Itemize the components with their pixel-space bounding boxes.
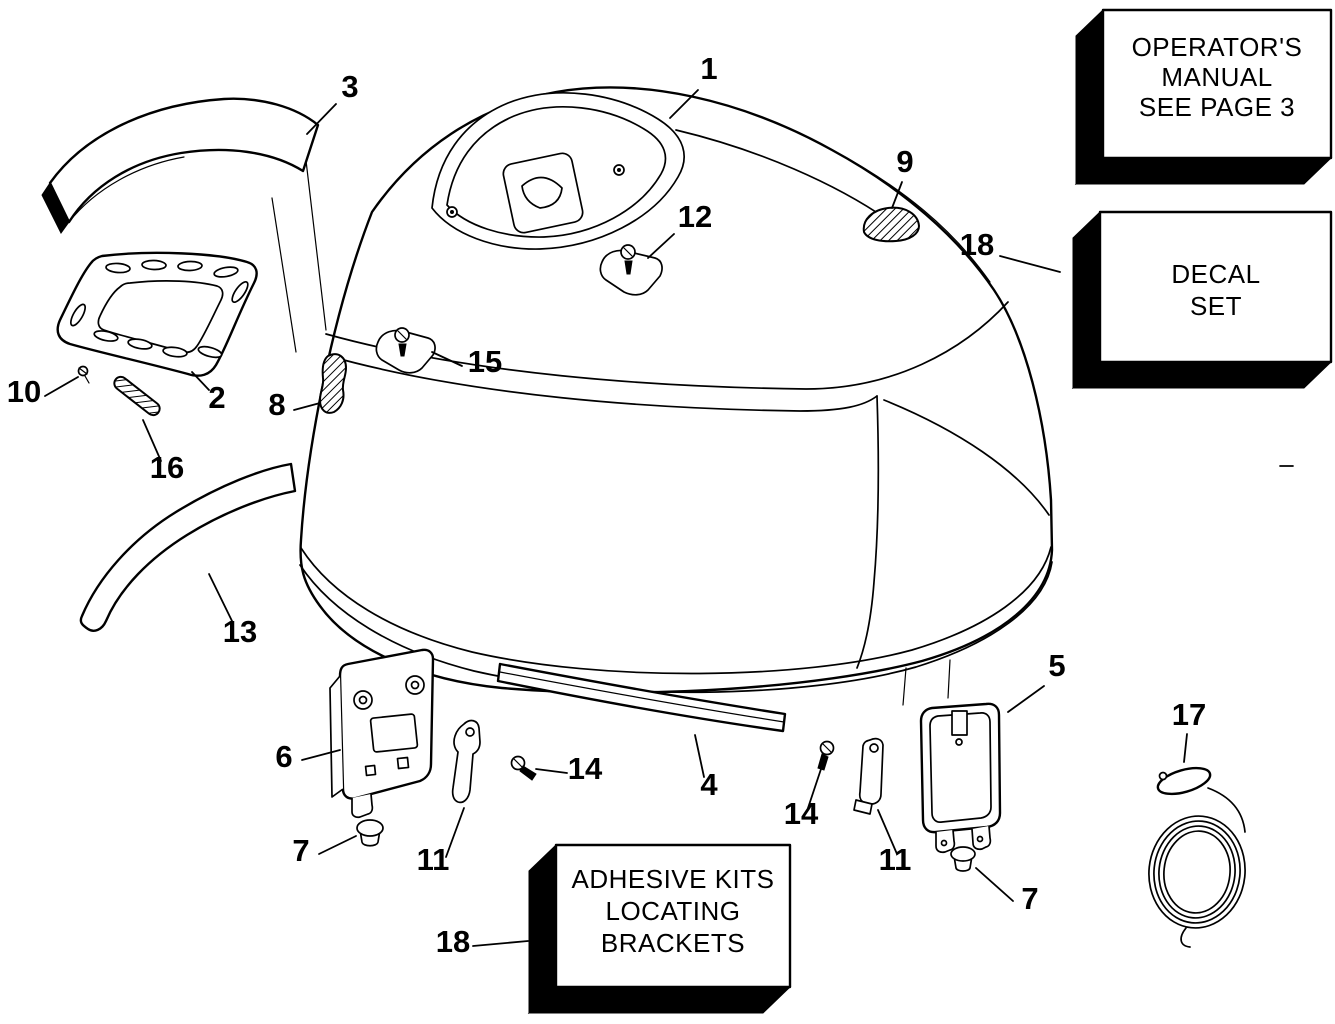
clip-15 (375, 327, 436, 374)
callouts: 3 1 9 12 18 15 10 2 (7, 51, 1206, 959)
callout-7-right-label: 7 (1021, 881, 1038, 916)
box-decal-set: DECAL SET (1071, 210, 1333, 390)
callout-9: 9 (891, 144, 914, 209)
panel-edge (41, 181, 70, 234)
support-frame (56, 251, 258, 377)
callout-14-left-label: 14 (568, 751, 603, 786)
callout-17-label: 17 (1172, 697, 1206, 732)
callout-11-right-label: 11 (879, 842, 912, 877)
bracket-6 (329, 648, 435, 819)
callout-17: 17 (1172, 697, 1206, 763)
callout-9-label: 9 (896, 144, 913, 179)
callout-4: 4 (694, 734, 718, 802)
lanyard-17 (1148, 766, 1246, 948)
engine-cover (271, 86, 1054, 706)
callout-11-left: 11 (417, 807, 465, 877)
callout-16: 16 (142, 419, 184, 485)
box-bottom-edge (527, 986, 792, 1014)
top-cover-panel (41, 97, 320, 234)
box-left-edge (1072, 210, 1101, 390)
callout-18-top: 18 (960, 227, 1061, 273)
bracket-11-right (853, 737, 884, 815)
box-bottom-edge (1074, 157, 1333, 185)
callout-18-bottom: 18 (436, 924, 529, 959)
callout-12-label: 12 (678, 199, 712, 234)
callout-14-right: 14 (784, 765, 823, 831)
adhesive-text-line2: LOCATING (606, 896, 741, 926)
callout-12: 12 (647, 199, 712, 259)
callout-13: 13 (208, 573, 257, 649)
screw-14-left (510, 755, 537, 781)
manual-text-line1: OPERATOR'S (1132, 32, 1303, 62)
screw-10 (77, 365, 90, 384)
manual-text-line3: SEE PAGE 3 (1139, 92, 1295, 122)
box-bottom-edge (1071, 361, 1333, 389)
latch-recess (502, 152, 584, 234)
callout-6: 6 (275, 739, 341, 774)
callout-14-left: 14 (535, 751, 603, 786)
callout-16-label: 16 (150, 450, 184, 485)
callout-18-top-label: 18 (960, 227, 994, 262)
callout-2: 2 (191, 371, 226, 415)
decal-text-line2: SET (1190, 291, 1242, 321)
callout-14-right-label: 14 (784, 796, 819, 831)
lanyard-toggle (1156, 766, 1212, 796)
callout-7-right: 7 (975, 867, 1039, 916)
callout-8: 8 (268, 387, 321, 422)
callout-7-left-label: 7 (292, 833, 309, 868)
callout-1-label: 1 (700, 51, 717, 86)
box-adhesive-kits: ADHESIVE KITS LOCATING BRACKETS (527, 843, 792, 1015)
latch-plate-5 (919, 702, 1002, 854)
screw-14-right (817, 740, 835, 771)
seal-strip-4 (496, 662, 787, 733)
manual-text-line2: MANUAL (1161, 62, 1272, 92)
callout-10: 10 (7, 374, 79, 409)
callout-6-label: 6 (275, 739, 292, 774)
callout-5-label: 5 (1048, 648, 1065, 683)
callout-18-bottom-label: 18 (436, 924, 470, 959)
callout-8-label: 8 (268, 387, 285, 422)
box-face (554, 843, 792, 989)
clip-12 (599, 244, 663, 296)
bracket-11-left (451, 719, 481, 804)
callout-15-label: 15 (468, 344, 502, 379)
box-left-edge (528, 843, 557, 1015)
callout-1: 1 (669, 51, 718, 119)
plug-7-left (356, 819, 384, 847)
callout-11-left-label: 11 (417, 842, 450, 877)
callout-15: 15 (431, 344, 502, 379)
callout-3: 3 (306, 69, 359, 135)
latch-handle (521, 176, 563, 209)
callout-3-label: 3 (341, 69, 358, 104)
pad-strip-16 (113, 375, 161, 417)
box-face (1098, 210, 1333, 364)
callout-10-label: 10 (7, 374, 41, 409)
box-face (1101, 8, 1333, 160)
box-operators-manual: OPERATOR'S MANUAL SEE PAGE 3 (1074, 8, 1333, 186)
callout-5: 5 (1007, 648, 1066, 713)
decal-text-line1: DECAL (1171, 259, 1260, 289)
box-left-edge (1075, 8, 1104, 186)
corner-pad-9 (862, 206, 920, 243)
callout-7-left: 7 (292, 833, 357, 868)
callout-4-label: 4 (700, 767, 718, 802)
adhesive-text-line1: ADHESIVE KITS (572, 864, 775, 894)
plug-7-right (950, 846, 976, 872)
seal-strip-13 (79, 462, 297, 632)
adhesive-text-line3: BRACKETS (601, 928, 745, 958)
callout-11-right: 11 (877, 809, 912, 877)
callout-13-label: 13 (223, 614, 257, 649)
clip-8 (319, 353, 347, 414)
callout-2-label: 2 (208, 380, 225, 415)
